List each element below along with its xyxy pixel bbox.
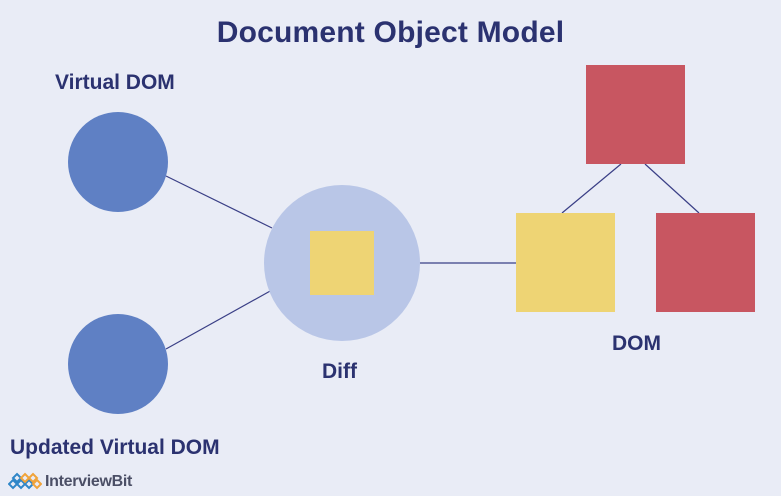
updated-virtual-dom-node bbox=[68, 314, 168, 414]
interviewbit-logo-icon bbox=[8, 472, 42, 490]
diagram-title: Document Object Model bbox=[216, 16, 565, 49]
diff-label: Diff bbox=[322, 360, 357, 383]
dom-child-node bbox=[656, 213, 755, 312]
interviewbit-logo: InterviewBit bbox=[8, 470, 132, 494]
dom-child-node-updated bbox=[516, 213, 615, 312]
connector-dom-root-to-right bbox=[644, 163, 700, 214]
diff-change-square bbox=[310, 231, 374, 295]
dom-root-node bbox=[586, 65, 685, 164]
connector-updated-to-diff bbox=[165, 289, 273, 350]
connector-dom-root-to-left bbox=[561, 163, 622, 214]
virtual-dom-label: Virtual DOM bbox=[55, 71, 175, 94]
interviewbit-logo-text: InterviewBit bbox=[45, 473, 133, 490]
connector-virtual-to-diff bbox=[165, 175, 273, 229]
virtual-dom-node bbox=[68, 112, 168, 212]
updated-virtual-dom-label: Updated Virtual DOM bbox=[10, 436, 220, 459]
dom-label: DOM bbox=[612, 332, 661, 355]
